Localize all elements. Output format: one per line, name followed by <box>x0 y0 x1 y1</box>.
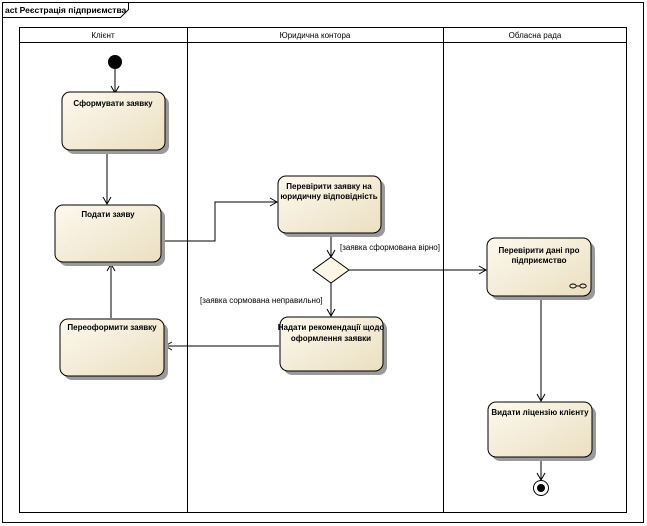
svg-text:Сформувати заявку: Сформувати заявку <box>73 99 153 108</box>
svg-text:підприємство: підприємство <box>511 256 566 265</box>
control-flows <box>102 69 546 482</box>
action-check-enterprise-data: Перевірити дані про підприємство <box>486 237 595 300</box>
final-node <box>533 480 549 496</box>
svg-text:Перевірити дані про: Перевірити дані про <box>499 246 580 255</box>
lane-header-law-firm: Юридична контора <box>280 31 351 40</box>
svg-text:оформлення заявки: оформлення заявки <box>291 334 371 343</box>
diagram-title-tab: act Реєстрація підприємства <box>2 2 129 18</box>
action-form-application: Сформувати заявку <box>61 91 169 154</box>
decision-node <box>312 256 350 284</box>
subactivity-icon <box>569 283 587 289</box>
svg-text:Переоформити заявку: Переоформити заявку <box>67 323 157 332</box>
diagram-title: act Реєстрація підприємства <box>5 5 127 15</box>
svg-text:юридичну відповідність: юридичну відповідність <box>280 192 377 201</box>
lane-header-regional-council: Обласна рада <box>509 31 562 40</box>
action-issue-license: Видати ліцензію клієнту <box>487 401 596 461</box>
lane-header-client: Клієнт <box>91 31 115 40</box>
action-give-recommendations: Надати рекомендації щодо оформлення заяв… <box>278 316 387 375</box>
guard-correct: [заявка сформована вірно] <box>340 243 440 252</box>
action-submit-application: Подати заяву <box>54 204 165 266</box>
svg-text:Видати ліцензію клієнту: Видати ліцензію клієнту <box>491 408 589 417</box>
action-check-legal-compliance: Перевірити заявку на юридичну відповідні… <box>277 175 385 237</box>
svg-text:Подати заяву: Подати заяву <box>81 210 135 219</box>
action-reform-application: Переоформити заявку <box>59 318 168 380</box>
svg-text:Надати рекомендації щодо: Надати рекомендації щодо <box>278 323 385 332</box>
guard-incorrect: [заявка сормована неправильно] <box>200 296 323 305</box>
svg-text:Перевірити заявку на: Перевірити заявку на <box>286 182 372 191</box>
flow-submit-to-check <box>162 201 277 242</box>
initial-node <box>108 55 122 69</box>
